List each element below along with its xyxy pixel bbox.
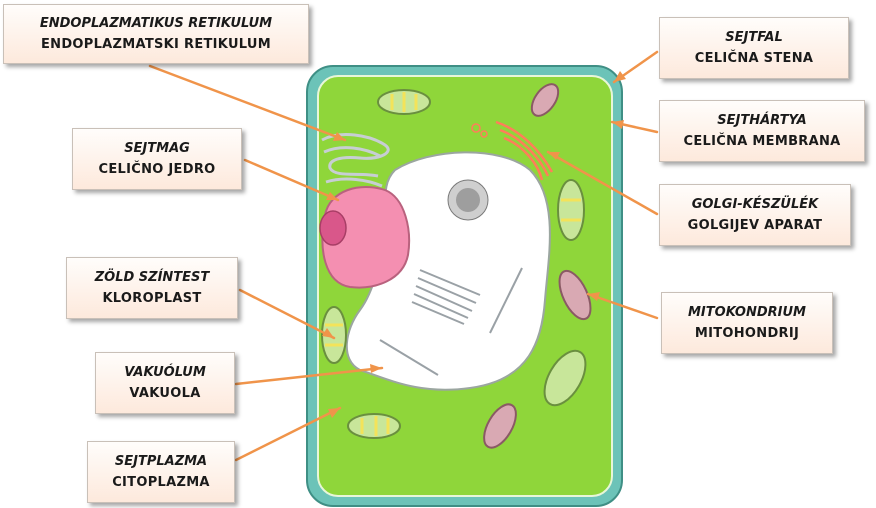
leader-arrowheads [322,71,626,418]
nucleus [321,186,411,289]
label-golgi-hu: GOLGI-KÉSZÜLÉK [691,197,819,212]
golgi-apparatus [471,120,554,181]
label-vacuole: VAKUÓLUM VAKUOLA [95,352,235,414]
leader-lines [148,50,659,462]
label-membrane-hr: CELIČNA MEMBRANA [683,134,841,149]
spiky-body [447,179,489,221]
label-mito-hr: MITOHONDRIJ [694,326,800,341]
label-wall-hu: SEJTFAL [725,30,783,45]
label-chloro-hu: ZÖLD SZÍNTEST [94,270,210,285]
label-cytoplasm-hr: CITOPLAZMA [112,475,210,490]
label-vacuole-hr: VAKUOLA [129,386,201,401]
label-er-hu: ENDOPLAZMATIKUS RETIKULUM [39,16,273,31]
mitochondria [483,83,592,449]
label-cell-wall: SEJTFAL CELIČNA STENA [659,17,849,79]
nucleolus [319,210,347,246]
label-chloro-hr: KLOROPLAST [102,291,202,306]
vacuole-fibers [379,267,523,376]
label-cell-membrane: SEJTHÁRTYA CELIČNA MEMBRANA [659,100,865,162]
chloroplast-bands [325,92,581,436]
label-endoplasmic-reticulum: ENDOPLAZMATIKUS RETIKULUM ENDOPLAZMATSKI… [3,4,309,64]
label-nucleus-hu: SEJTMAG [124,141,190,156]
endoplasmic-reticulum [321,133,390,188]
label-cytoplasm-hu: SEJTPLAZMA [114,454,208,469]
label-golgi-hr: GOLGIJEV APARAT [687,218,823,233]
label-golgi: GOLGI-KÉSZÜLÉK GOLGIJEV APARAT [659,184,851,246]
label-cytoplasm: SEJTPLAZMA CITOPLAZMA [87,441,235,503]
label-membrane-hu: SEJTHÁRTYA [717,113,807,128]
label-nucleus: SEJTMAG CELIČNO JEDRO [72,128,242,190]
label-vacuole-hu: VAKUÓLUM [124,365,206,380]
label-chloroplast: ZÖLD SZÍNTEST KLOROPLAST [66,257,238,319]
label-mitochondrion: MITOKONDRIUM MITOHONDRIJ [661,292,833,354]
label-er-hr: ENDOPLAZMATSKI RETIKULUM [40,37,272,52]
label-nucleus-hr: CELIČNO JEDRO [98,162,216,177]
label-mito-hu: MITOKONDRIUM [688,305,806,320]
label-wall-hr: CELIČNA STENA [694,51,814,66]
